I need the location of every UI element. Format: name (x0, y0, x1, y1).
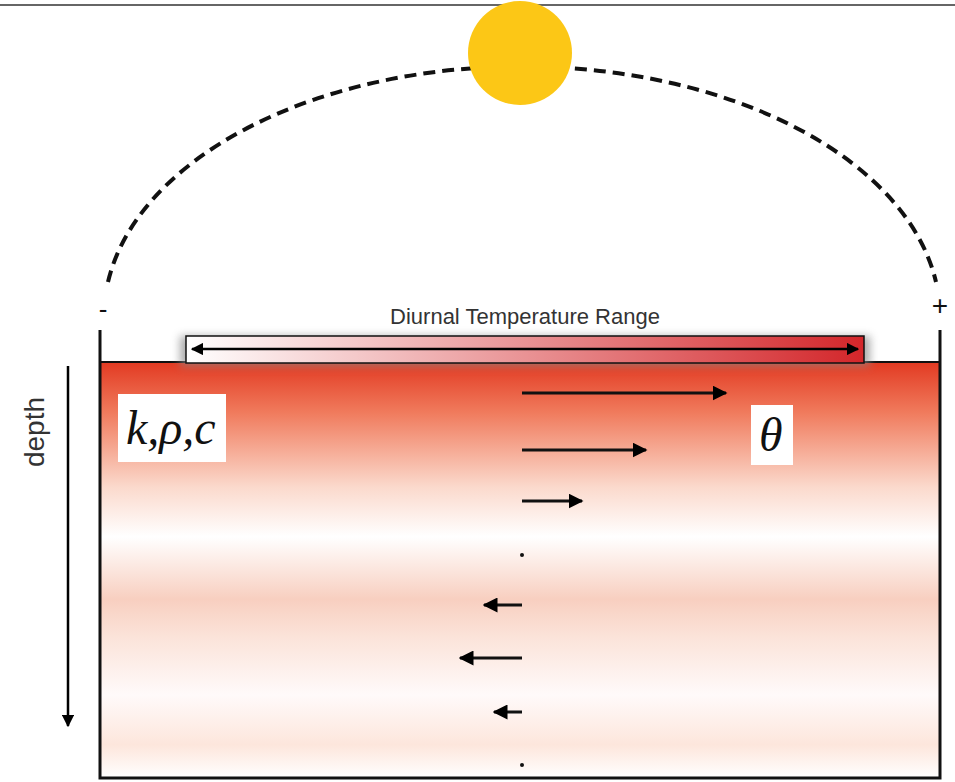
top-rule (0, 4, 955, 6)
temperature-box: θ (751, 405, 793, 465)
property-box: k,ρ,c (118, 394, 226, 462)
sun (468, 1, 572, 105)
soil-box (100, 330, 940, 778)
temperature-range-bar (186, 336, 864, 363)
zero-flux-dot (520, 553, 524, 557)
flux-arrow (484, 604, 522, 607)
depth-label: depth (21, 397, 49, 467)
soil (101, 362, 939, 778)
flux-arrow (460, 657, 522, 660)
flux-arrow (522, 500, 582, 503)
zero-flux-dot (520, 763, 524, 767)
plus-sign: + (932, 292, 948, 320)
flux-arrow (522, 392, 726, 395)
bar-shadow (180, 336, 870, 366)
depth-arrow (67, 366, 70, 726)
flux-arrows (460, 393, 726, 712)
flux-arrow (522, 449, 646, 452)
symbol-text: k,ρ,c (126, 404, 218, 452)
range-title: Diurnal Temperature Range (390, 306, 660, 328)
range-arrow (192, 348, 858, 351)
symbol-text: θ (759, 411, 785, 459)
minus-sign: - (99, 296, 108, 322)
flux-arrow (494, 711, 522, 714)
